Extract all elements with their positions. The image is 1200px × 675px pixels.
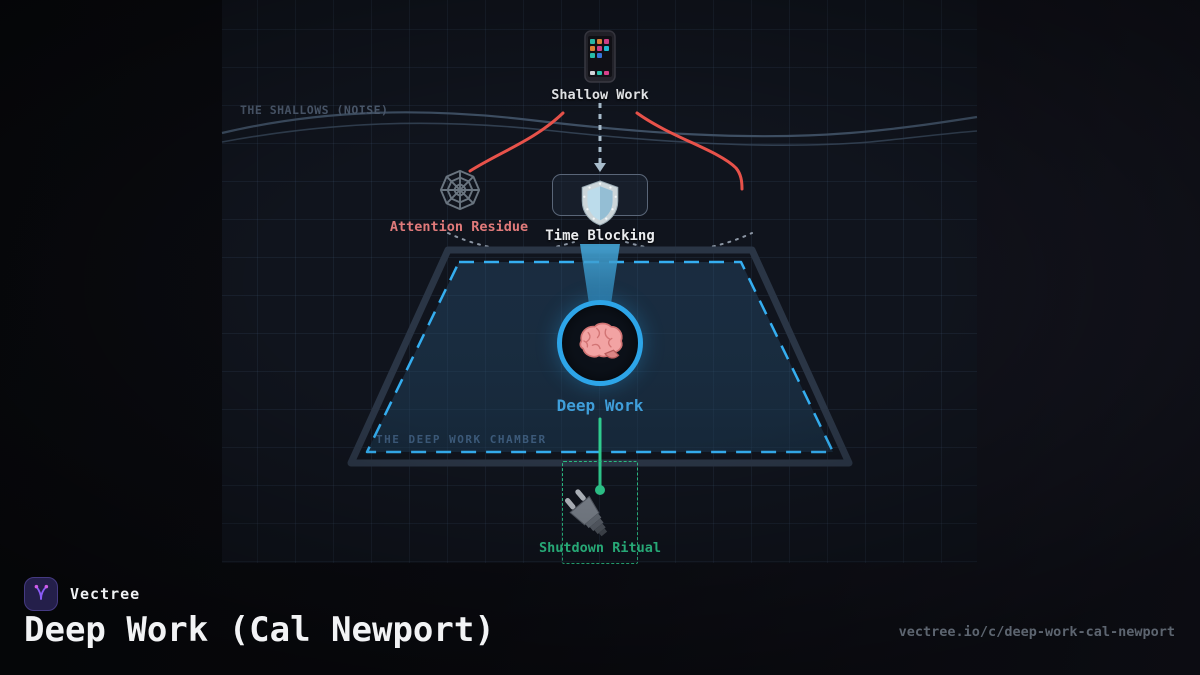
shield-icon: [578, 180, 622, 230]
node-shutdown-ritual[interactable]: [562, 461, 638, 564]
node-attention-residue[interactable]: [438, 168, 482, 216]
shallow-to-shield-arrowhead: [594, 163, 606, 172]
plug-icon: [555, 481, 627, 555]
page-url: vectree.io/c/deep-work-cal-newport: [898, 624, 1175, 640]
node-deep-work[interactable]: [557, 300, 643, 386]
distraction-line-left: [468, 111, 565, 173]
shutdown-line-endpoint-dot: [595, 485, 605, 495]
shutdown-ritual-label: Shutdown Ritual: [539, 540, 661, 556]
node-shallow-work[interactable]: [584, 30, 616, 87]
shallow-work-label: Shallow Work: [551, 87, 649, 103]
smartphone-icon: [584, 30, 616, 87]
shallows-region-label: THE SHALLOWS (NOISE): [240, 103, 389, 117]
spider-web-icon: [438, 169, 482, 216]
chamber-outer-outline: [347, 246, 853, 467]
footer-brand: Vectree: [24, 577, 140, 611]
shallows-wave-2: [221, 122, 978, 147]
brand-name: Vectree: [70, 585, 141, 603]
deep-work-label: Deep Work: [556, 396, 644, 415]
distraction-line-right: [635, 111, 744, 191]
time-blocking-label: Time Blocking: [545, 228, 655, 244]
attention-residue-label: Attention Residue: [389, 219, 529, 235]
chamber-region-label: THE DEEP WORK CHAMBER: [376, 433, 547, 446]
page-title: Deep Work (Cal Newport): [24, 610, 495, 650]
time-blocking-funnel: [580, 244, 620, 304]
brain-icon: [573, 319, 627, 367]
vectree-logo[interactable]: [24, 577, 58, 611]
shallows-wave-1: [221, 111, 978, 138]
vectree-branch-icon: [28, 579, 54, 609]
